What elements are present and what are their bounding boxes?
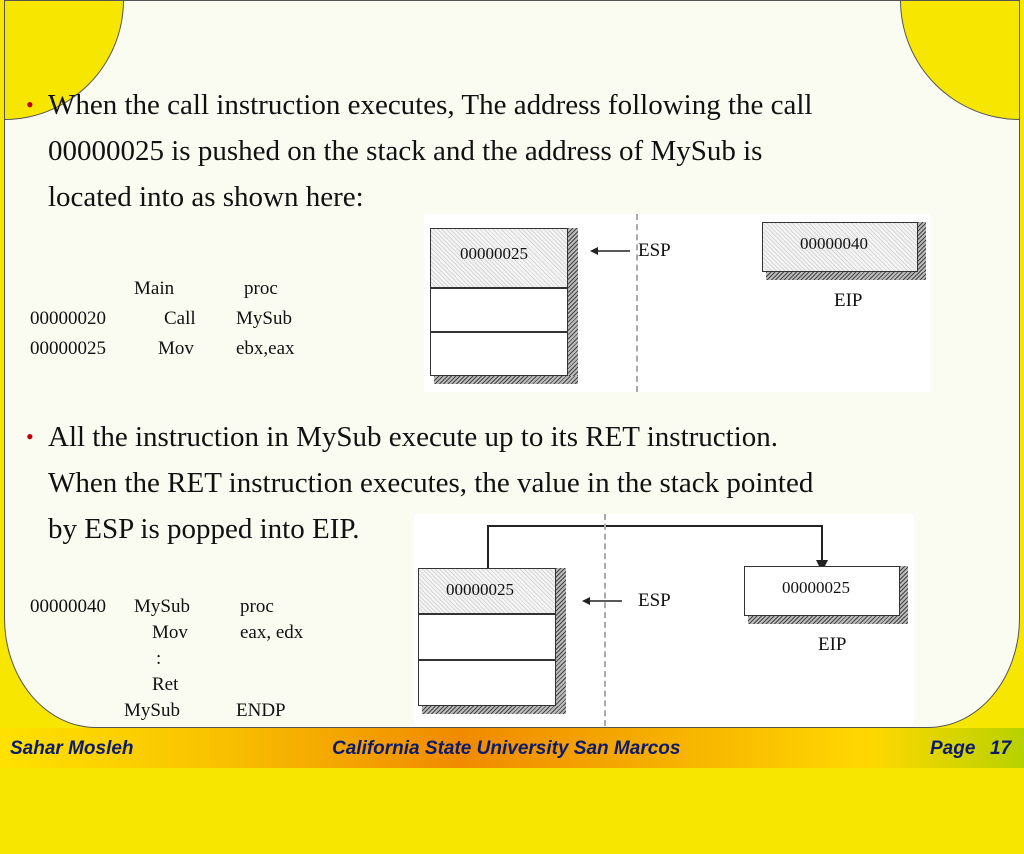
eip-label: EIP: [818, 634, 847, 655]
code-instruction: Mov: [158, 338, 194, 359]
eip-value: 00000040: [800, 234, 868, 253]
bullet-point-1: • When the call instruction executes, Th…: [26, 82, 986, 220]
eip-value: 00000025: [782, 578, 850, 597]
stack-shadow: [434, 376, 578, 384]
code-label: Main: [134, 278, 175, 299]
code-ellipsis: :: [156, 648, 162, 669]
esp-arrow-icon: [590, 247, 630, 255]
footer-bar: Sahar Mosleh California State University…: [0, 728, 1024, 768]
footer-author: Sahar Mosleh: [10, 738, 134, 759]
divider-line: [604, 514, 606, 726]
code-directive: proc: [244, 278, 278, 299]
code-instruction: Mov: [152, 622, 188, 643]
eip-register-box: [762, 222, 918, 272]
eip-label: EIP: [834, 290, 863, 311]
code-block-main: Main proc 00000020 Call MySub 00000025 M…: [0, 274, 400, 374]
stack-cell: [430, 288, 568, 332]
esp-label: ESP: [638, 590, 671, 611]
bullet-line: When the RET instruction executes, the v…: [48, 467, 814, 499]
code-label: MySub: [134, 596, 190, 617]
bullet-line: When the call instruction executes, The …: [48, 89, 813, 121]
bullet-line: by ESP is popped into EIP.: [48, 513, 360, 545]
stack-top-value: 00000025: [446, 580, 514, 599]
stack-top-value: 00000025: [460, 244, 528, 263]
code-directive: proc: [240, 596, 274, 617]
stack-shadow: [422, 706, 566, 714]
eip-shadow: [900, 566, 908, 624]
eip-shadow: [918, 222, 926, 280]
eip-shadow: [748, 616, 908, 624]
stack-cell: [430, 332, 568, 376]
footer-page-number: 17: [990, 738, 1012, 759]
footer-page-label: Page: [930, 738, 976, 759]
bullet-line: located into as shown here:: [48, 181, 364, 213]
code-directive: ENDP: [236, 700, 286, 721]
eip-shadow: [766, 272, 926, 280]
code-address: 00000025: [30, 338, 106, 359]
stack-diagram-call: 00000025 ESP 00000040 EIP: [424, 214, 930, 392]
code-operand: MySub: [236, 308, 292, 329]
stack-top-cell: [430, 228, 568, 288]
stack-diagram-ret: 00000025 ESP 00000025 EIP: [414, 514, 914, 726]
code-operand: eax, edx: [240, 622, 304, 643]
code-block-mysub: 00000040 MySub proc Mov eax, edx : Ret M…: [0, 594, 400, 729]
bullet-marker: •: [26, 424, 34, 449]
bullet-marker: •: [26, 92, 34, 117]
code-address: 00000020: [30, 308, 106, 329]
code-instruction: Call: [164, 308, 196, 329]
code-label: MySub: [124, 700, 180, 721]
footer-institution: California State University San Marcos: [332, 738, 681, 759]
stack-shadow: [568, 228, 578, 376]
bullet-line: 00000025 is pushed on the stack and the …: [48, 135, 763, 167]
stack-cell: [418, 614, 556, 660]
stack-top-cell: [418, 568, 556, 614]
code-address: 00000040: [30, 596, 106, 617]
bullet-line: All the instruction in MySub execute up …: [48, 421, 779, 453]
code-instruction: Ret: [152, 674, 179, 695]
eip-register-box: [744, 566, 900, 616]
divider-line: [636, 214, 638, 392]
bullet-point-2: • All the instruction in MySub execute u…: [26, 414, 986, 552]
esp-label: ESP: [638, 240, 671, 261]
stack-shadow: [556, 568, 566, 706]
code-operand: ebx,eax: [236, 338, 295, 359]
stack-cell: [418, 660, 556, 706]
